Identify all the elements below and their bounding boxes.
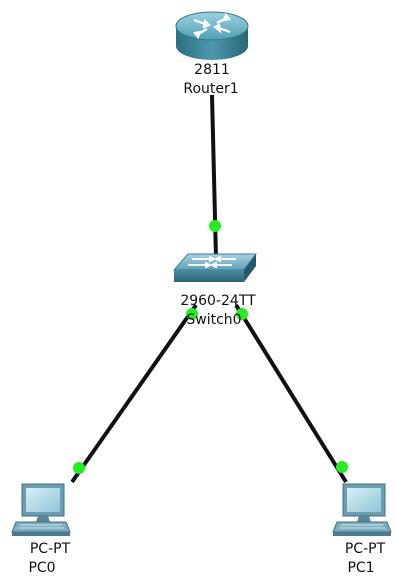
pc0-name-label: PC0 bbox=[28, 560, 56, 576]
router1-device[interactable] bbox=[172, 8, 252, 64]
link-switch0-pc0[interactable] bbox=[70, 303, 198, 484]
port-light-pc0 bbox=[73, 462, 85, 474]
link-switch0-pc1[interactable] bbox=[234, 303, 348, 484]
pc1-name-label: PC1 bbox=[347, 560, 375, 576]
router-icon bbox=[175, 11, 249, 60]
switch-icon bbox=[172, 253, 257, 282]
port-light-switch0-uplink bbox=[209, 220, 221, 232]
pc1-model-label: PC-PT bbox=[344, 541, 386, 557]
switch0-device[interactable] bbox=[170, 248, 260, 288]
port-light-pc1 bbox=[336, 461, 348, 473]
switch0-name-label: Switch0 bbox=[186, 312, 242, 328]
pc-icon bbox=[332, 483, 392, 536]
router1-name-label: Router1 bbox=[183, 81, 239, 97]
pc0-model-label: PC-PT bbox=[29, 541, 71, 557]
router1-model-label: 2811 bbox=[194, 62, 230, 78]
switch0-model-label: 2960-24TT bbox=[180, 293, 256, 309]
link-router1-switch0[interactable] bbox=[210, 94, 218, 259]
pc1-device[interactable] bbox=[331, 480, 393, 542]
port-light-switch0-pc1 bbox=[236, 308, 248, 320]
pc0-device[interactable] bbox=[10, 480, 72, 542]
pc-icon bbox=[11, 483, 71, 536]
port-light-switch0-pc0 bbox=[186, 308, 198, 320]
